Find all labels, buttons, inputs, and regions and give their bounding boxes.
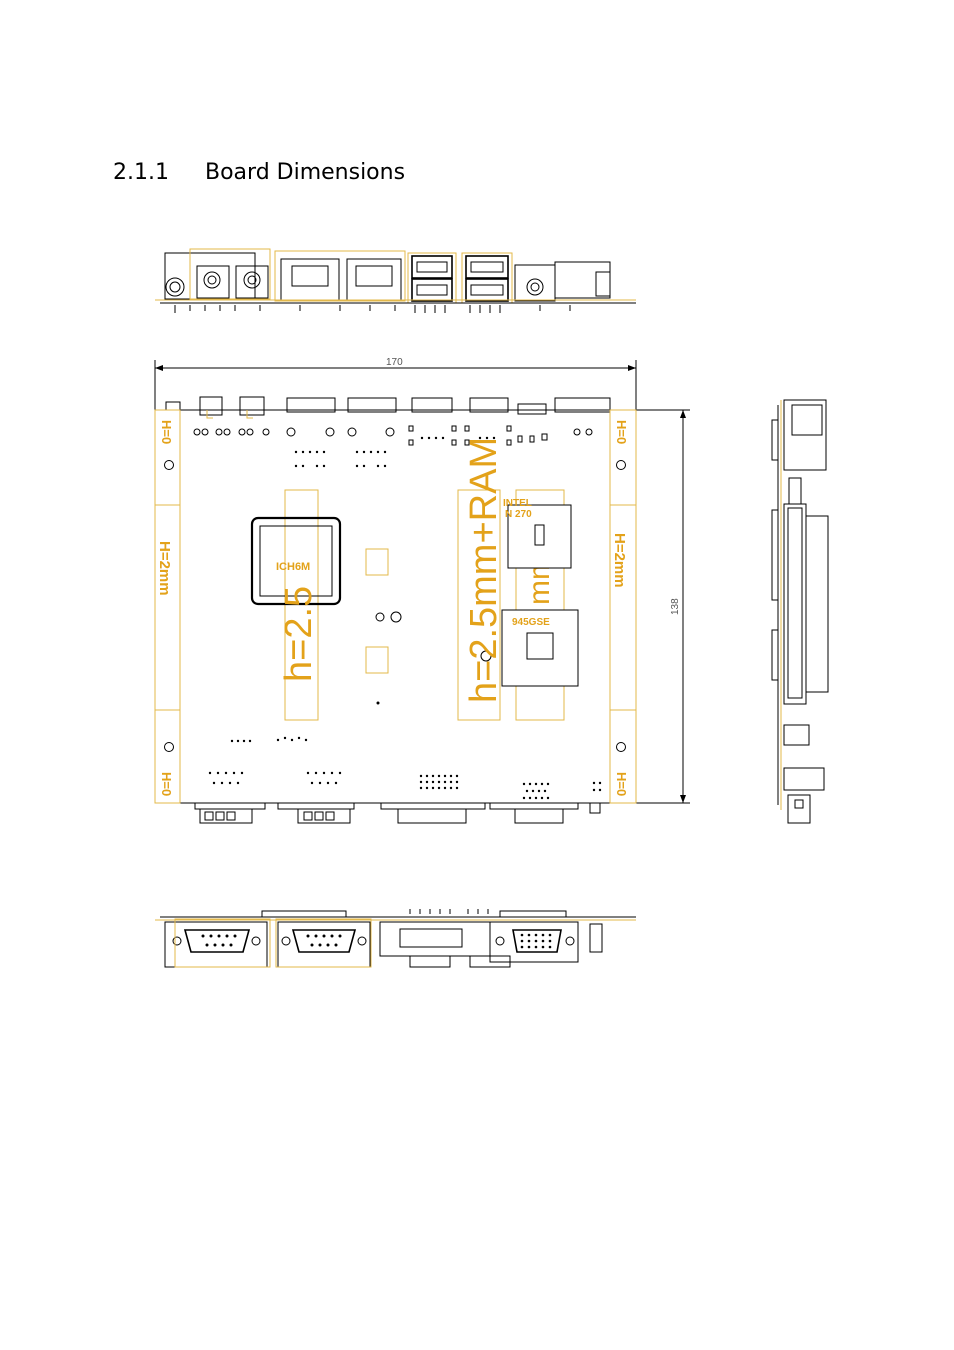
h0-label-top-right: H=0 (614, 420, 629, 444)
section-heading: 2.1.1 Board Dimensions (113, 160, 405, 185)
left-standoff-strip: H=0 H=2mm H=0 (154, 409, 181, 804)
section-number: 2.1.1 (113, 160, 169, 185)
h0-label-bottom-left: H=0 (159, 772, 174, 796)
h0-label-bottom-right: H=0 (614, 772, 629, 796)
h0-label-top-left: H=0 (159, 420, 174, 444)
right-standoff-strip: H=0 H=2mm H=0 (609, 409, 637, 804)
bottom-side-view (155, 909, 636, 968)
right-side-view (771, 399, 829, 824)
h25ram-label: h=2.5mm+RAM (463, 437, 505, 703)
cpu-label-line1: INTEL (503, 498, 532, 509)
section-title: Board Dimensions (205, 160, 406, 185)
plan-view: 170 138 H=0 H=2mm H=0 H=0 H=2mm (154, 357, 690, 824)
plan-bottom-connectors (194, 802, 601, 824)
ich6m-chip: ICH6M h=2.5 (250, 489, 389, 721)
height-dimension-label: 138 (670, 598, 681, 615)
h2-label-right: H=2mm (611, 533, 628, 588)
h25-label-left: h=2.5 (278, 586, 320, 682)
cpu-ram-area: h=2.5mm+RAM mm INTEL N 270 945GSE (457, 437, 579, 721)
ich6m-label: ICH6M (276, 561, 310, 573)
top-side-view (155, 248, 636, 313)
h2-label-left: H=2mm (156, 541, 173, 596)
cpu-label-line2: N 270 (505, 509, 532, 520)
northbridge-label: 945GSE (512, 617, 550, 628)
width-dimension-label: 170 (386, 357, 403, 368)
